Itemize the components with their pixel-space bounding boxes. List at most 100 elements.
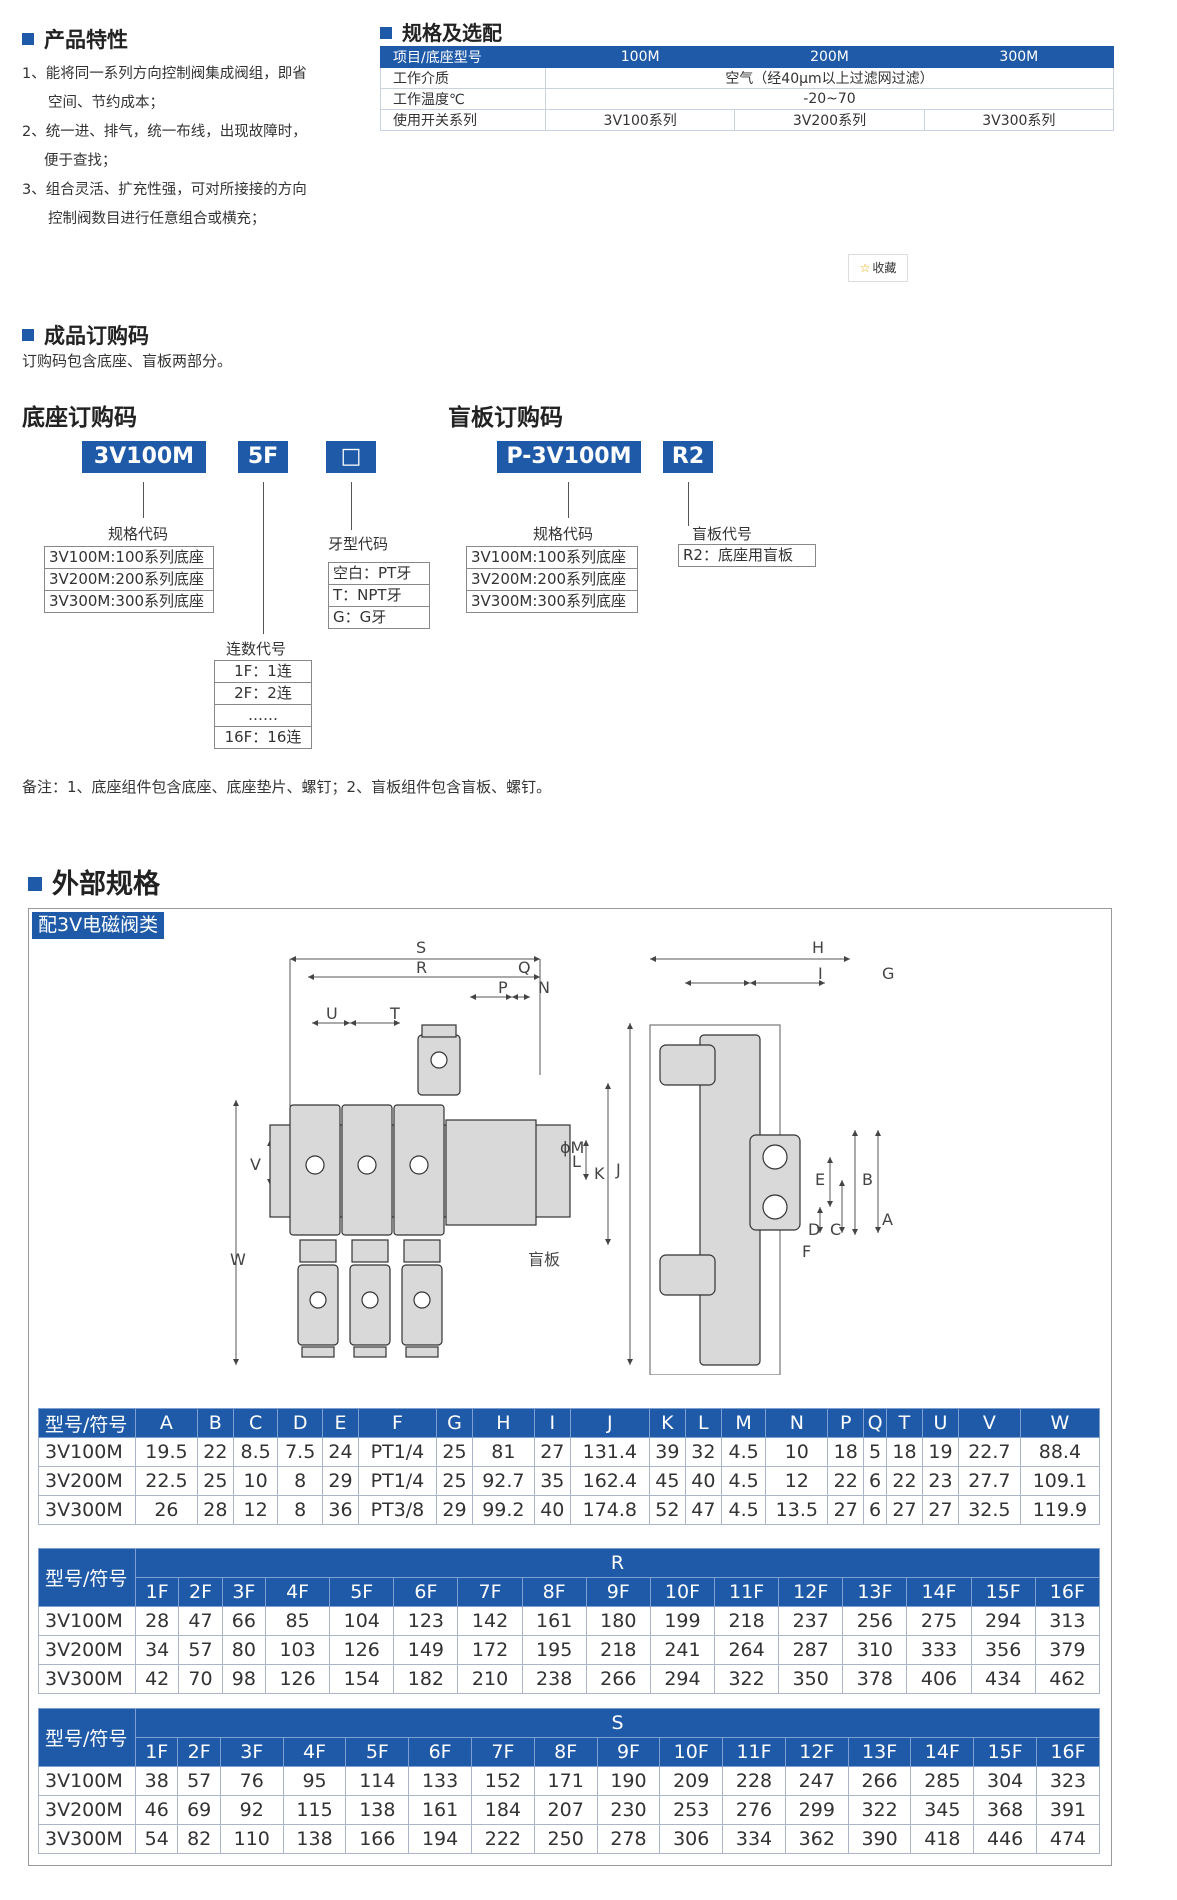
spec-header-cell: 项目/底座型号 bbox=[380, 46, 546, 68]
section-marker bbox=[380, 26, 392, 39]
feature-line: 空间、节约成本； bbox=[48, 95, 164, 111]
table-cell: 166 bbox=[345, 1824, 410, 1854]
table-header-cell: 2F bbox=[178, 1577, 223, 1607]
spec-header-cell: 100M bbox=[544, 46, 736, 68]
table-cell: 462 bbox=[1034, 1664, 1101, 1694]
table-cell: 35 bbox=[533, 1466, 571, 1496]
table-cell: 278 bbox=[596, 1824, 661, 1854]
dim-label-u: U bbox=[326, 1004, 338, 1023]
table-cell: 13.5 bbox=[765, 1495, 829, 1525]
table-header-cell: 16F bbox=[1034, 1577, 1101, 1607]
section-marker bbox=[22, 33, 34, 45]
feature-line: 2、统一进、排气，统一布线，出现故障时， bbox=[22, 124, 307, 140]
dim-label-l: L bbox=[572, 1152, 581, 1171]
table-header-cell: M bbox=[720, 1408, 767, 1438]
table-cell: 57 bbox=[178, 1635, 223, 1665]
connector-line bbox=[688, 482, 689, 526]
dimension-table-r: 型号/符号 R 1F 2F 3F 4F 5F 6F 7F 8F 9F 10F 1… bbox=[38, 1548, 1101, 1694]
option-item: 16F：16连 bbox=[224, 728, 302, 746]
table-row: 3V200M 46 69 92 115 138 161 184 207 230 … bbox=[38, 1795, 1100, 1825]
table-cell: 88.4 bbox=[1019, 1437, 1101, 1467]
table-row: 3V200M 22.5 25 10 8 29 PT1/4 25 92.7 35 … bbox=[38, 1466, 1101, 1496]
connector-line bbox=[568, 482, 569, 518]
table-cell: 194 bbox=[408, 1824, 472, 1854]
table-cell: 123 bbox=[393, 1606, 459, 1636]
spec-title: 规格及选配 bbox=[380, 17, 502, 46]
blind-code-spec: P-3V100M bbox=[497, 441, 641, 473]
spec-row-value: -20~70 bbox=[545, 88, 1114, 110]
table-cell: 12 bbox=[765, 1466, 829, 1496]
table-cell: 19.5 bbox=[135, 1437, 198, 1467]
table-cell: 8 bbox=[277, 1466, 323, 1496]
table-cell: 25 bbox=[196, 1466, 234, 1496]
connector-line bbox=[351, 482, 352, 530]
table-cell: 40 bbox=[684, 1466, 722, 1496]
table-cell: 356 bbox=[970, 1635, 1036, 1665]
dim-label-a: A bbox=[882, 1210, 893, 1229]
dim-label-s: S bbox=[416, 938, 426, 957]
table-header-cell: F bbox=[357, 1408, 437, 1438]
table-cell: 104 bbox=[329, 1606, 395, 1636]
table-cell: 253 bbox=[659, 1795, 724, 1825]
table-cell: 3V300M bbox=[38, 1664, 136, 1694]
table-cell: 57 bbox=[177, 1766, 221, 1796]
table-header-row: 型号/符号 S bbox=[38, 1708, 1100, 1767]
table-header-cell: K bbox=[648, 1408, 686, 1438]
table-cell: 195 bbox=[521, 1635, 587, 1665]
table-cell: 27 bbox=[921, 1495, 959, 1525]
feature-line: 3、组合灵活、扩充性强，可对所接接的方向 bbox=[22, 182, 307, 198]
table-cell: 114 bbox=[345, 1766, 410, 1796]
table-cell: 138 bbox=[282, 1824, 347, 1854]
table-cell: 46 bbox=[134, 1795, 179, 1825]
table-cell: 276 bbox=[722, 1795, 786, 1825]
table-cell: 3V200M bbox=[38, 1635, 136, 1665]
table-cell: 172 bbox=[457, 1635, 523, 1665]
table-header-cell: 2F bbox=[177, 1737, 221, 1767]
favorite-button[interactable]: ☆收藏 bbox=[848, 254, 908, 282]
table-cell: 22 bbox=[886, 1466, 923, 1496]
table-cell: 334 bbox=[722, 1824, 786, 1854]
table-cell: 32 bbox=[684, 1437, 722, 1467]
table-cell: 161 bbox=[521, 1606, 587, 1636]
table-cell: 345 bbox=[910, 1795, 975, 1825]
option-item: 3V200M:200系列底座 bbox=[45, 569, 213, 591]
table-cell: 391 bbox=[1036, 1795, 1100, 1825]
table-header-cell: H bbox=[471, 1408, 535, 1438]
table-cell: 47 bbox=[684, 1495, 722, 1525]
table-cell: 322 bbox=[714, 1664, 780, 1694]
table-header-cell: 3F bbox=[219, 1737, 284, 1767]
features-title-text: 产品特性 bbox=[44, 28, 128, 52]
table-cell: 92 bbox=[219, 1795, 284, 1825]
table-header-cell: Q bbox=[863, 1408, 887, 1438]
dim-label-v: V bbox=[250, 1155, 261, 1174]
option-item: G：G牙 bbox=[333, 608, 387, 626]
table-cell: 8 bbox=[277, 1495, 323, 1525]
count-code-label: 连数代号 bbox=[226, 640, 287, 658]
table-cell: 209 bbox=[659, 1766, 724, 1796]
table-cell: 142 bbox=[457, 1606, 523, 1636]
table-cell: 230 bbox=[596, 1795, 661, 1825]
table-cell: 210 bbox=[457, 1664, 523, 1694]
table-cell: 12 bbox=[232, 1495, 279, 1525]
option-item: 1F：1连 bbox=[215, 661, 311, 683]
table-header-cell: 13F bbox=[842, 1577, 908, 1607]
table-cell: 39 bbox=[648, 1437, 686, 1467]
table-cell: 22.7 bbox=[957, 1437, 1021, 1467]
table-cell: 3V300M bbox=[38, 1824, 136, 1854]
spec-code-label: 规格代码 bbox=[108, 525, 169, 543]
thread-code-options: 空白：PT牙 T：NPT牙 G：G牙 bbox=[328, 562, 430, 629]
feature-line: 1、能将同一系列方向控制阀集成阀组，即省 bbox=[22, 66, 307, 82]
table-cell: 22.5 bbox=[135, 1466, 198, 1496]
dim-label-q: Q bbox=[518, 958, 531, 977]
spec-header-row: 项目/底座型号 100M 200M 300M bbox=[380, 46, 1115, 68]
dim-label-w: W bbox=[230, 1250, 246, 1269]
table-cell: 149 bbox=[393, 1635, 459, 1665]
table-cell: 3V100M bbox=[38, 1437, 136, 1467]
table-header-cell: B bbox=[196, 1408, 234, 1438]
spec-row-value: 3V100系列 bbox=[544, 109, 736, 131]
table-cell: 299 bbox=[784, 1795, 849, 1825]
table-cell: 180 bbox=[585, 1606, 651, 1636]
external-title: 外部规格 bbox=[28, 862, 160, 901]
section-marker bbox=[22, 329, 34, 341]
table-row: 3V200M 34 57 80 103 126 149 172 195 218 … bbox=[38, 1635, 1101, 1665]
